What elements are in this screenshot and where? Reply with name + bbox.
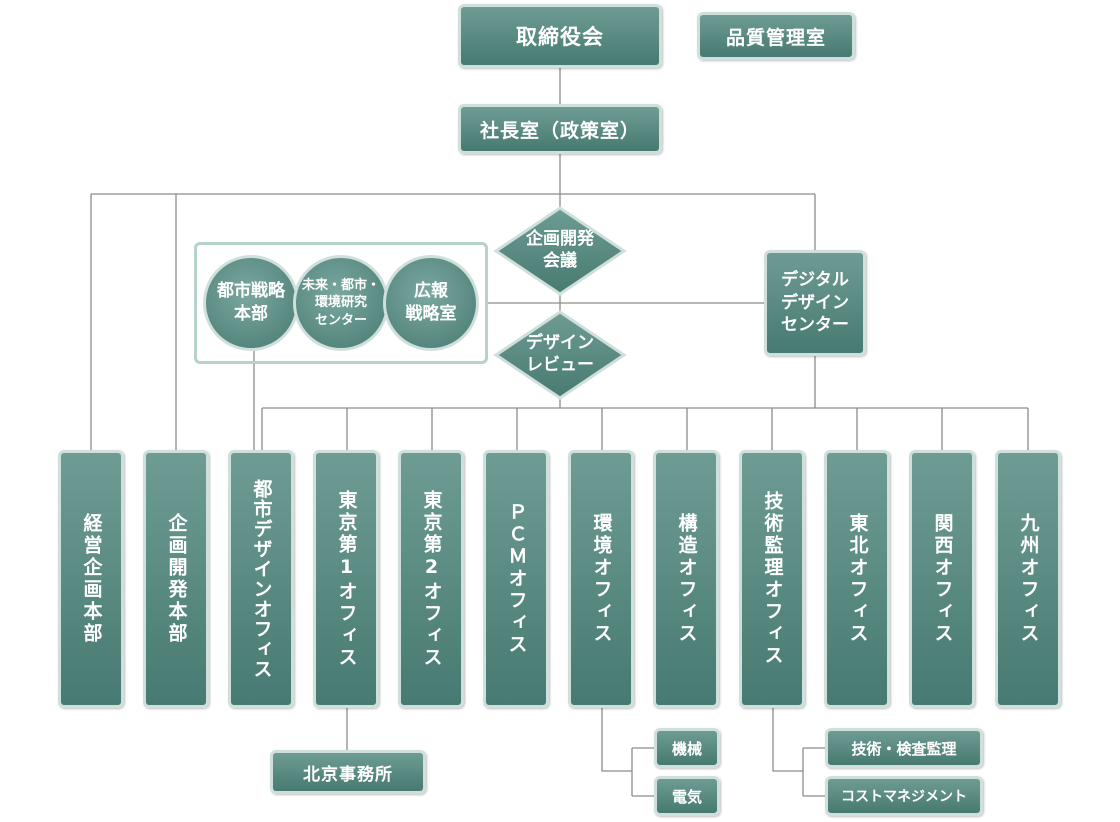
board-box: 取締役会: [458, 4, 662, 68]
dept-planning-development: 企画開発本部: [143, 450, 209, 708]
beijing-office-box: 北京事務所: [270, 750, 426, 794]
electrical-box: 電気: [654, 776, 720, 816]
dept-tohoku: 東北オフィス: [824, 450, 890, 708]
dept-label: 関西オフィス: [931, 513, 954, 645]
dept-kansai: 関西オフィス: [909, 450, 975, 708]
dept-label: 九州オフィス: [1017, 513, 1040, 645]
digital-design-center-label: デジタル デザイン センター: [781, 269, 849, 336]
dept-label: 企画開発本部: [165, 513, 188, 645]
urban-strategy-label: 都市戦略 本部: [217, 281, 285, 324]
dept-label: 都市デザインオフィス: [250, 479, 273, 679]
machinery-label: 機械: [671, 739, 702, 758]
dept-technical-supervision: 技術監理オフィス: [739, 450, 805, 708]
dept-label: ＰＣＭオフィス: [505, 502, 528, 656]
cost-management-box: コストマネジメント: [825, 776, 983, 816]
strategy-group-frame: [194, 242, 488, 364]
urban-strategy-circle: 都市戦略 本部: [203, 255, 299, 351]
dept-label: 経営企画本部: [80, 513, 103, 645]
research-center-label: 未来・都市・ 環境研究 センター: [301, 277, 380, 328]
pr-strategy-circle: 広報 戦略室: [383, 255, 479, 351]
beijing-office-label: 北京事務所: [303, 764, 393, 785]
tech-inspection-label: 技術・検査監理: [851, 739, 957, 758]
dept-tokyo-1: 東京第1オフィス: [313, 450, 379, 708]
cost-management-label: コストマネジメント: [841, 789, 967, 805]
tech-inspection-box: 技術・検査監理: [825, 728, 983, 768]
quality-management-box: 品質管理室: [697, 12, 855, 60]
dept-label: 構造オフィス: [675, 513, 698, 645]
president-office-box: 社長室（政策室）: [458, 104, 662, 154]
dept-pcm: ＰＣＭオフィス: [483, 450, 549, 708]
pr-strategy-label: 広報 戦略室: [405, 281, 457, 324]
design-review-label: デザイン レビュー: [526, 333, 594, 376]
president-office-label: 社長室（政策室）: [479, 119, 640, 142]
dept-structure: 構造オフィス: [653, 450, 719, 708]
dept-label: 東京第1オフィス: [335, 489, 358, 669]
planning-meeting-label: 企画開発 会議: [526, 229, 594, 272]
dept-kyushu: 九州オフィス: [995, 450, 1061, 708]
quality-management-label: 品質管理室: [725, 26, 826, 49]
dept-management-planning: 経営企画本部: [58, 450, 124, 708]
dept-label: 技術監理オフィス: [761, 491, 784, 667]
dept-urban-design: 都市デザインオフィス: [228, 450, 294, 708]
digital-design-center-box: デジタル デザイン センター: [764, 250, 866, 356]
board-label: 取締役会: [516, 25, 604, 49]
dept-label: 東京第2オフィス: [420, 489, 443, 669]
research-center-circle: 未来・都市・ 環境研究 センター: [293, 255, 389, 351]
dept-environment: 環境オフィス: [568, 450, 634, 708]
dept-tokyo-2: 東京第2オフィス: [398, 450, 464, 708]
dept-label: 環境オフィス: [590, 513, 613, 645]
electrical-label: 電気: [671, 787, 702, 806]
machinery-box: 機械: [654, 728, 720, 768]
dept-label: 東北オフィス: [846, 513, 869, 645]
